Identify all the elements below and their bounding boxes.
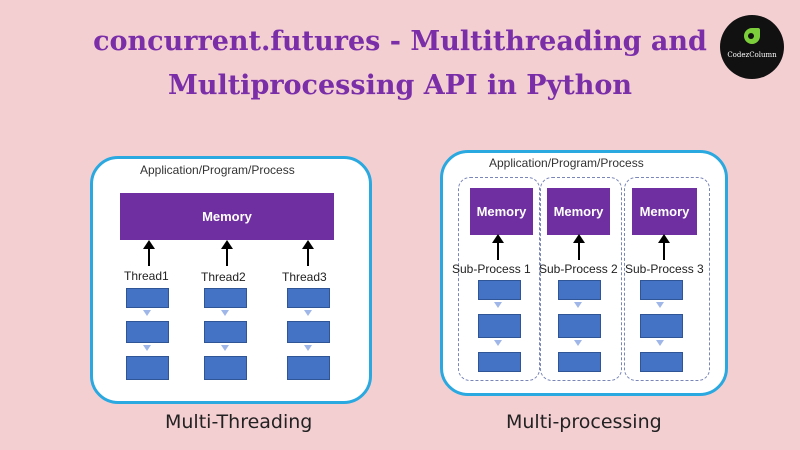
mp-arrow-1 (492, 234, 504, 260)
thread-label-2: Thread2 (201, 270, 246, 284)
thread-label-1: Thread1 (124, 269, 169, 283)
thread3-down-arrow-1 (304, 310, 312, 316)
thread3-task-1 (287, 288, 330, 308)
subprocess3-task-1 (640, 280, 683, 300)
mt-arrow-2 (221, 240, 233, 266)
subprocess-label-3: Sub-Process 3 (625, 262, 704, 276)
page-title-line-2: Multiprocessing API in Python (167, 70, 633, 101)
subprocess2-task-3 (558, 352, 601, 372)
subprocess2-task-1 (558, 280, 601, 300)
mt-memory-block: Memory (120, 193, 334, 240)
thread1-task-2 (126, 321, 169, 343)
thread3-task-2 (287, 321, 330, 343)
subprocess-box-2 (540, 177, 622, 381)
subprocess2-down-arrow-2 (574, 340, 582, 346)
thread-label-3: Thread3 (282, 270, 327, 284)
mt-app-label: Application/Program/Process (140, 163, 295, 177)
subprocess-label-1: Sub-Process 1 (452, 262, 531, 276)
mt-arrow-3 (302, 240, 314, 266)
subprocess2-task-2 (558, 314, 601, 338)
thread2-task-2 (204, 321, 247, 343)
mp-app-label: Application/Program/Process (489, 156, 644, 170)
mp-arrow-3 (658, 234, 670, 260)
mt-arrow-1 (143, 240, 155, 266)
subprocess-box-3 (624, 177, 710, 381)
subprocess3-task-2 (640, 314, 683, 338)
thread1-task-1 (126, 288, 169, 308)
leaf-icon (744, 28, 760, 44)
subprocess1-down-arrow-2 (494, 340, 502, 346)
thread2-down-arrow-2 (221, 345, 229, 351)
thread2-task-1 (204, 288, 247, 308)
thread1-down-arrow-1 (143, 310, 151, 316)
thread3-down-arrow-2 (304, 345, 312, 351)
subprocess1-task-2 (478, 314, 521, 338)
subprocess2-down-arrow-1 (574, 302, 582, 308)
codezcolumn-logo: CodezColumn (720, 15, 784, 79)
thread2-task-3 (204, 356, 247, 380)
subprocess1-down-arrow-1 (494, 302, 502, 308)
subprocess1-task-1 (478, 280, 521, 300)
thread1-task-3 (126, 356, 169, 380)
thread3-task-3 (287, 356, 330, 380)
subprocess-box-1 (458, 177, 540, 381)
thread2-down-arrow-1 (221, 310, 229, 316)
mp-arrow-2 (573, 234, 585, 260)
thread1-down-arrow-2 (143, 345, 151, 351)
mp-caption: Multi-processing (506, 411, 662, 433)
subprocess3-down-arrow-1 (656, 302, 664, 308)
logo-text: CodezColumn (727, 51, 777, 59)
subprocess3-down-arrow-2 (656, 340, 664, 346)
mp-memory-block-2: Memory (547, 188, 610, 235)
mt-caption: Multi-Threading (165, 411, 313, 433)
page-title-line-1: concurrent.futures - Multithreading and (93, 26, 707, 57)
subprocess1-task-3 (478, 352, 521, 372)
subprocess-label-2: Sub-Process 2 (539, 262, 618, 276)
mp-memory-block-3: Memory (632, 188, 697, 235)
subprocess3-task-3 (640, 352, 683, 372)
mp-memory-block-1: Memory (470, 188, 533, 235)
